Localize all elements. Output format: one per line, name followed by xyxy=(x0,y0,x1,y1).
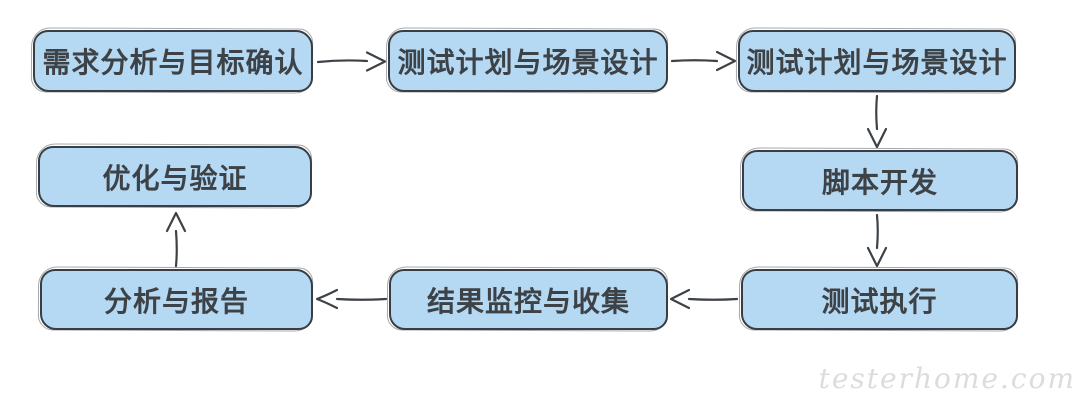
node-label: 结果监控与收集 xyxy=(426,284,630,318)
node-label: 脚本开发 xyxy=(821,165,938,199)
arrow-test-plan-1-to-test-plan-2 xyxy=(670,50,737,72)
arrow-test-plan-2-to-script-development xyxy=(866,94,888,149)
node-label: 测试计划与场景设计 xyxy=(397,46,659,79)
node-requirements-analysis: 需求分析与目标确认 xyxy=(33,30,313,92)
node-label: 优化与验证 xyxy=(102,161,248,195)
node-optimization-verification: 优化与验证 xyxy=(38,146,312,207)
node-test-plan-design-2: 测试计划与场景设计 xyxy=(738,30,1016,92)
node-label: 需求分析与目标确认 xyxy=(42,46,304,79)
watermark-testerhome: testerhome.com xyxy=(818,362,1076,395)
arrow-requirements-to-test-plan-1 xyxy=(316,51,387,72)
node-test-execution: 测试执行 xyxy=(741,269,1018,330)
node-label: 测试计划与场景设计 xyxy=(746,46,1008,79)
node-analysis-reporting: 分析与报告 xyxy=(40,269,313,330)
arrow-analysis-to-optimization xyxy=(165,211,187,268)
arrow-result-monitoring-to-analysis xyxy=(315,288,388,310)
node-result-monitoring-collection: 结果监控与收集 xyxy=(389,269,668,330)
node-label: 分析与报告 xyxy=(103,284,249,318)
arrow-test-execution-to-result-monitoring xyxy=(669,288,739,310)
node-test-plan-design-1: 测试计划与场景设计 xyxy=(388,30,668,92)
node-script-development: 脚本开发 xyxy=(742,150,1018,211)
node-label: 测试执行 xyxy=(821,284,938,318)
arrow-script-development-to-test-execution xyxy=(866,213,888,268)
